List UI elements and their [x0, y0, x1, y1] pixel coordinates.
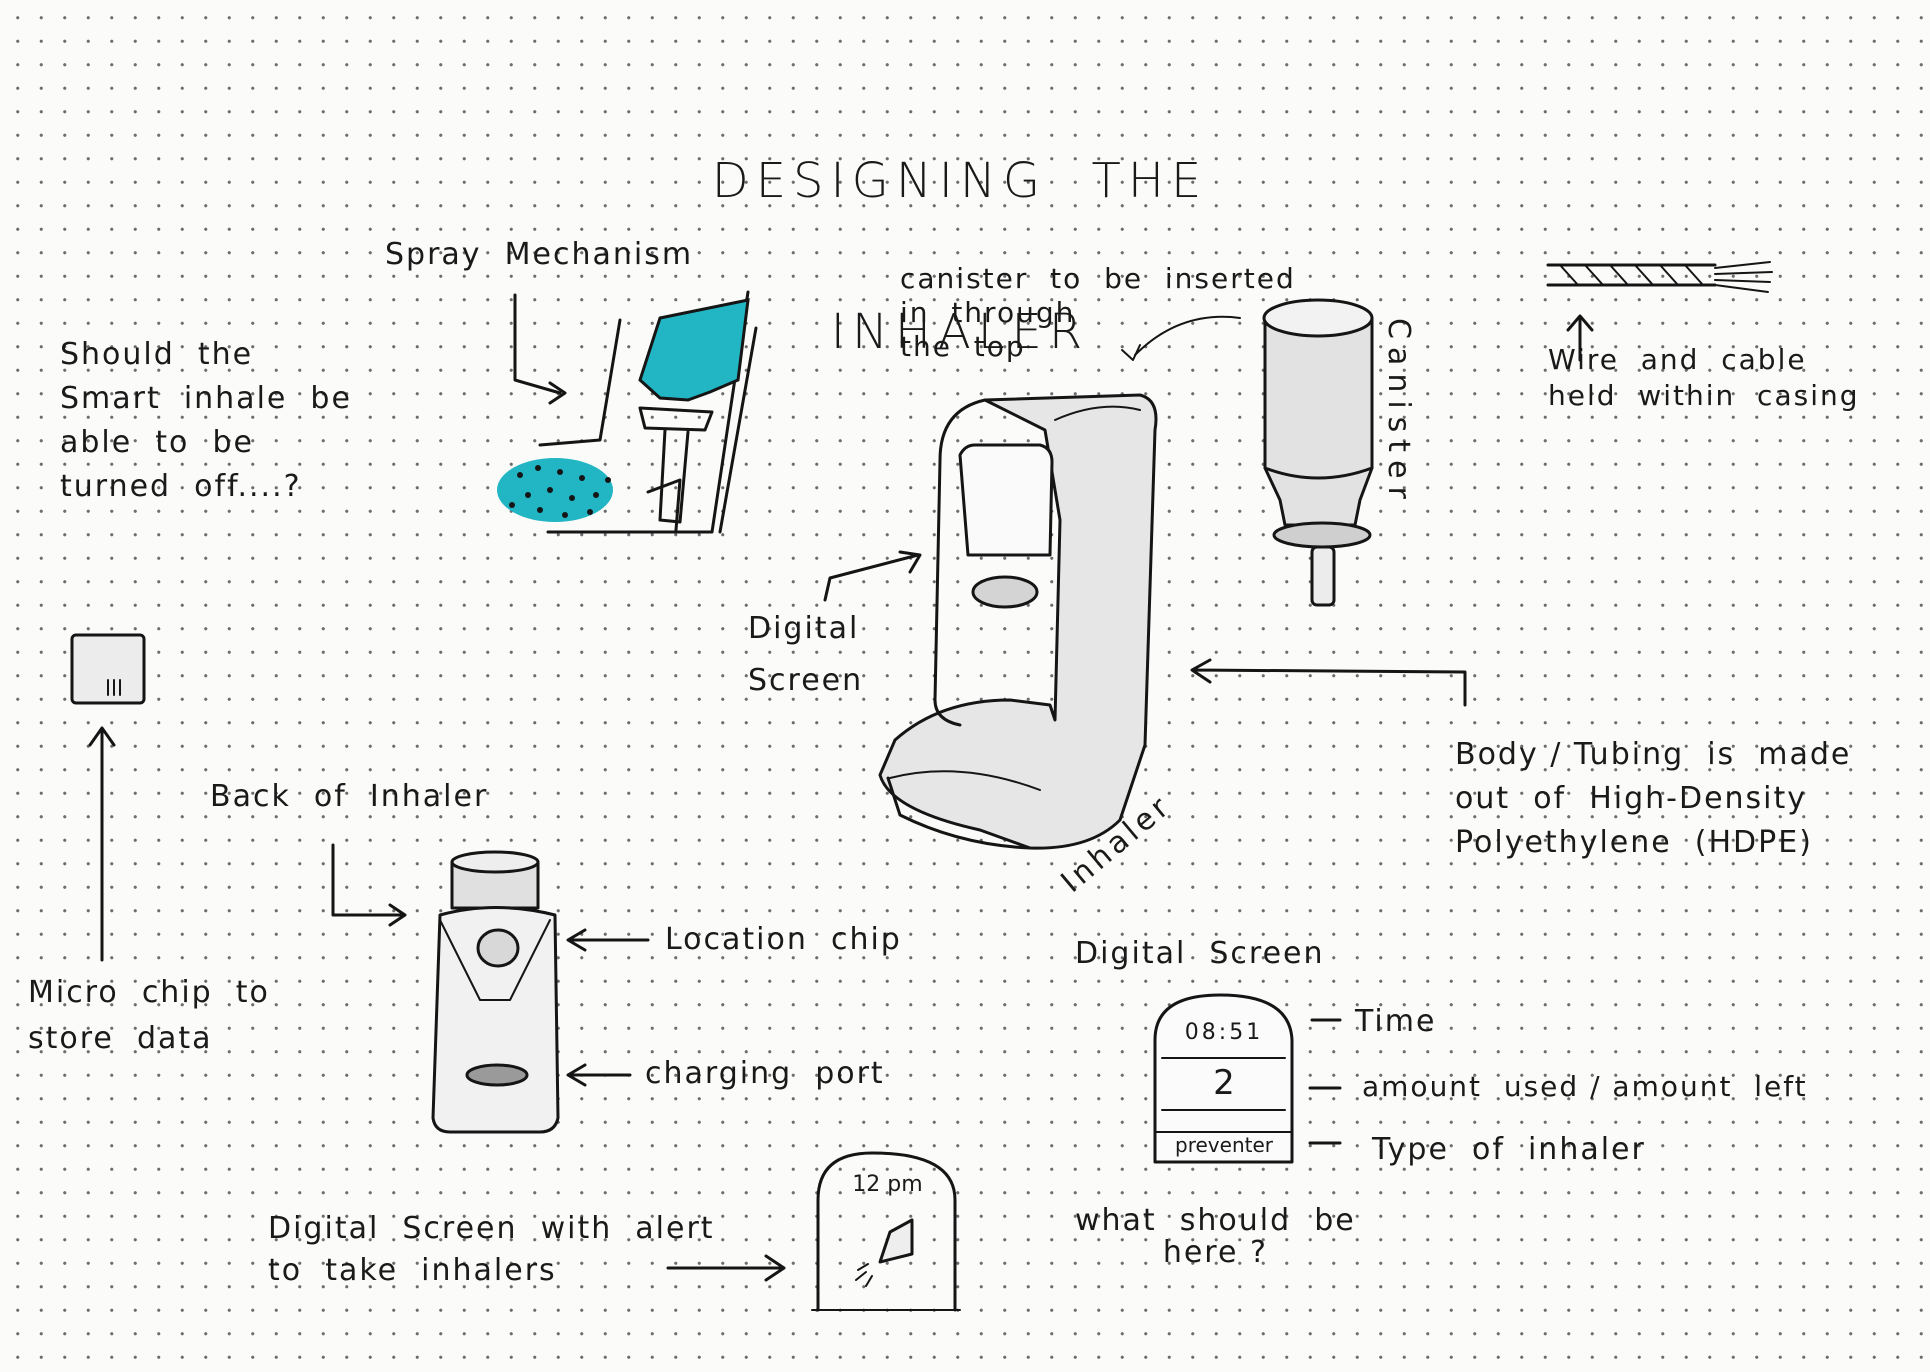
inhaler-icon	[878, 1218, 914, 1264]
spray-cloud	[497, 458, 613, 522]
back-of-inhaler-sketch	[331, 843, 650, 1134]
canister-insert-note: canister to be inserted in through the t…	[900, 262, 1296, 363]
wire-sketch	[1546, 261, 1773, 362]
title-line-2: INHALER	[830, 303, 1090, 360]
what-here-note: what should be here ?	[1075, 1203, 1356, 1270]
wire-label: Wire and cable held within casing	[1548, 343, 1860, 412]
digital-screen-heading: Digital Screen	[1075, 936, 1325, 971]
alert-screen-sketch	[666, 1151, 961, 1312]
alert-time: 12 pm	[852, 1172, 923, 1197]
back-of-inhaler-label: Back of Inhaler	[210, 779, 489, 814]
digital-screen-pointer-label: Digital Screen	[748, 611, 864, 698]
inhaler-screen	[958, 443, 1054, 557]
micro-chip-sketch	[70, 633, 146, 962]
amount-label: amount used / amount left	[1362, 1070, 1808, 1103]
inhaler-button	[971, 575, 1039, 609]
spray-mechanism-sketch	[497, 290, 758, 534]
charging-port-label: charging port	[645, 1056, 885, 1091]
charging-port	[465, 1063, 529, 1087]
canister-liquid	[638, 298, 750, 402]
title-line-1: DESIGNING THE	[711, 152, 1209, 209]
time-label: Time	[1355, 1004, 1437, 1039]
turn-off-question: Should the Smart inhale be able to be tu…	[60, 337, 352, 504]
canister-sketch	[1121, 298, 1374, 607]
body-tubing-note: Body / Tubing is made out of High-Densit…	[1455, 737, 1852, 860]
inhaler-sketch	[823, 393, 1467, 850]
spray-mechanism-label: Spray Mechanism	[385, 237, 694, 272]
page-title: DESIGNING THE INHALER	[700, 55, 1220, 408]
location-chip	[476, 928, 520, 968]
type-label: Type of inhaler	[1372, 1132, 1646, 1167]
alert-note: Digital Screen with alert to take inhale…	[268, 1211, 715, 1288]
digital-screen-sketch	[1153, 993, 1342, 1164]
screen-type: preventer	[1175, 1133, 1273, 1157]
screen-count: 2	[1213, 1063, 1235, 1103]
location-chip-label: Location chip	[665, 922, 902, 957]
micro-chip-label: Micro chip to store data	[28, 975, 270, 1056]
screen-time: 08:51	[1184, 1020, 1264, 1045]
